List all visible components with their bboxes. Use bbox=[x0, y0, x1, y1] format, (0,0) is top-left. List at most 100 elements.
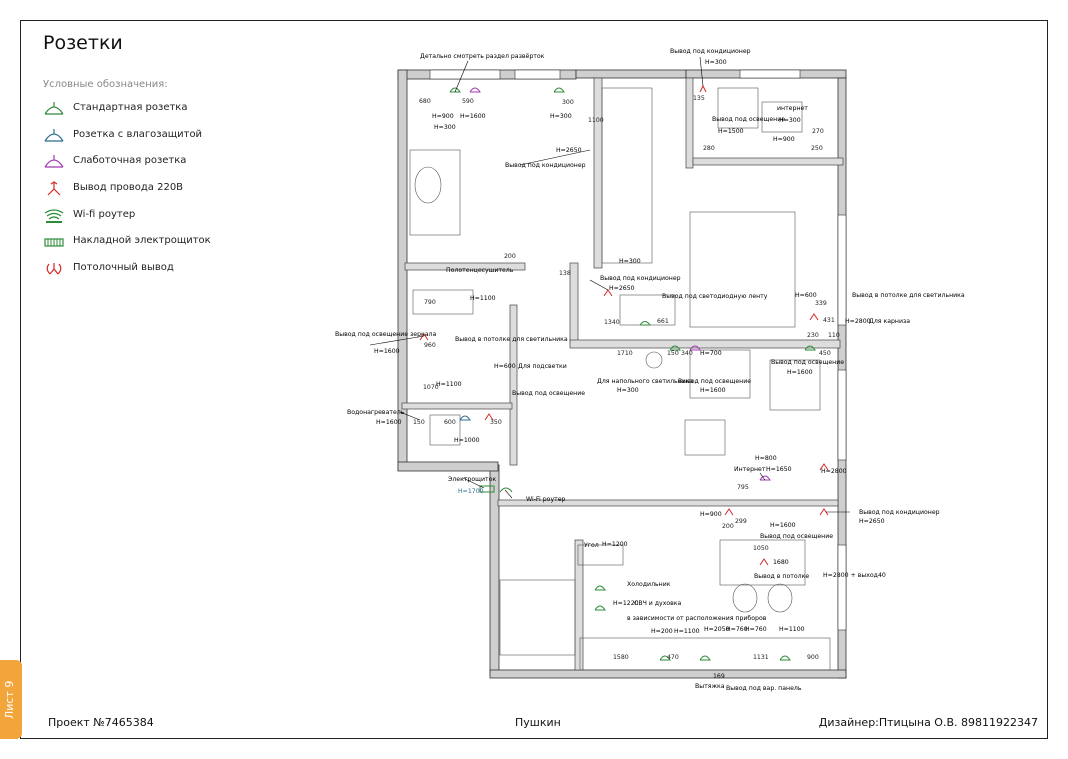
dim-150-b: 150 bbox=[413, 419, 425, 426]
dim-150-a: 150 bbox=[667, 350, 679, 357]
wire-outlet-icon bbox=[47, 181, 61, 196]
dim-200-b: 200 bbox=[722, 523, 734, 530]
low-current-socket-icon bbox=[44, 155, 64, 168]
callout-h1650: H=1650 bbox=[766, 466, 792, 473]
callout-h900-c: H=900 bbox=[700, 511, 722, 518]
callout-h1600-d: H=1600 bbox=[700, 387, 726, 394]
callout-ceiling-fixture-b: Вывод в потолке для светильника bbox=[455, 336, 568, 343]
callout-ac-c: Вывод под кондиционер bbox=[859, 509, 940, 516]
callout-towel: Полотенцесушитель bbox=[446, 267, 514, 274]
callout-lighting-e: Вывод под освещение bbox=[760, 533, 833, 540]
callout-h760-a: H=760 bbox=[726, 626, 748, 633]
callout-internet-a: интернет bbox=[777, 105, 808, 112]
legend-label: Стандартная розетка bbox=[73, 102, 188, 113]
furniture bbox=[409, 87, 831, 671]
callout-h700: H=700 bbox=[700, 350, 722, 357]
callout-lighting-b: Вывод под освещение bbox=[512, 390, 585, 397]
callout-ac-b: Вывод под кондиционер bbox=[600, 275, 681, 282]
sheet-tab-label: Лист 9 bbox=[3, 680, 16, 720]
dim-470: 470 bbox=[667, 654, 679, 661]
dim-790: 790 bbox=[424, 299, 436, 306]
callout-led-strip: Вывод под светодиодную ленту bbox=[662, 293, 768, 300]
callout-under-panel: Вывод под вар. панель bbox=[726, 685, 802, 692]
callout-mirror: Вывод под освещение зеркала bbox=[335, 331, 437, 338]
footer-designer: Дизайнер:Птицына О.В. 89811922347 bbox=[818, 716, 1038, 729]
callout-lighting-c: Вывод под освещение bbox=[678, 378, 751, 385]
callout-h2800-b: H=2800 bbox=[821, 468, 847, 475]
dim-450: 450 bbox=[819, 350, 831, 357]
dim-110: 110 bbox=[828, 332, 840, 339]
dim-680: 680 bbox=[419, 98, 431, 105]
callout-h760-b: H=760 bbox=[745, 626, 767, 633]
legend-label: Накладной электрощиток bbox=[73, 235, 211, 247]
callout-h1200: H=1200 bbox=[602, 541, 628, 548]
callout-h1100-a: H=1100 bbox=[470, 295, 496, 302]
dim-661: 661 bbox=[657, 318, 669, 325]
dim-340: 340 bbox=[681, 350, 693, 357]
dim-900: 900 bbox=[807, 654, 819, 661]
callout-h300-top: H=300 bbox=[705, 59, 727, 66]
dim-135: 135 bbox=[693, 95, 705, 102]
callout-h1700: H=1700 bbox=[458, 488, 484, 495]
callout-h600-b: H=600 bbox=[494, 363, 516, 370]
dim-1070: 1070 bbox=[423, 384, 439, 391]
wifi-router-icon bbox=[44, 209, 64, 223]
callout-h1100-d: H=1100 bbox=[779, 626, 805, 633]
callout-washer: Для подсветки bbox=[518, 363, 567, 370]
dim-1131: 1131 bbox=[753, 654, 769, 661]
callout-h1600-e: H=1600 bbox=[787, 369, 813, 376]
ceiling-outlet-icon bbox=[46, 263, 62, 275]
callout-h2800-a: H=2800 bbox=[845, 318, 871, 325]
callout-h2800-c: H=2800 + выход40 bbox=[823, 572, 886, 579]
callout-hood: Угол bbox=[584, 542, 599, 549]
callout-water-heater: Водонагреватель bbox=[347, 409, 405, 416]
dim-339: 339 bbox=[815, 300, 827, 307]
callout-h1600-f: H=1600 bbox=[770, 522, 796, 529]
dim-138: 138 bbox=[559, 270, 571, 277]
callout-fridge: Холодильник bbox=[627, 581, 671, 588]
dim-795: 795 bbox=[737, 484, 749, 491]
dim-1100: 1100 bbox=[588, 117, 604, 124]
dimensions: 680 590 300 1100 135 200 138 790 1340 66… bbox=[413, 95, 840, 661]
dim-1580: 1580 bbox=[613, 654, 629, 661]
callout-h800: H=800 bbox=[755, 455, 777, 462]
sheet-tab: Лист 9 bbox=[0, 660, 22, 739]
callout-panel: Электрощиток bbox=[448, 476, 496, 483]
callout-depends: в зависимости от расположения приборов bbox=[627, 614, 767, 622]
callout-h1100-b: H=1100 bbox=[436, 381, 462, 388]
dim-590: 590 bbox=[462, 98, 474, 105]
callout-h900-b: H=900 bbox=[773, 136, 795, 143]
legend-label: Вывод провода 220В bbox=[73, 182, 184, 194]
dim-270: 270 bbox=[812, 128, 824, 135]
callout-h1000: H=1000 bbox=[454, 437, 480, 444]
leader-lines bbox=[369, 56, 850, 513]
callout-curtain: Для карниза bbox=[869, 318, 910, 325]
standard-socket-icon bbox=[44, 102, 64, 115]
legend-label: Wi-fi роутер bbox=[73, 208, 136, 220]
callout-detail: Детально смотреть раздел развёрток bbox=[420, 52, 545, 60]
callout-h300-b: H=300 bbox=[550, 113, 572, 120]
legend-label: Слаботочная розетка bbox=[73, 155, 187, 167]
callout-1680: 1680 bbox=[773, 559, 789, 566]
callout-h300-d: H=300 bbox=[619, 258, 641, 265]
callout-lighting-a: Вывод под освещение bbox=[712, 116, 785, 123]
callout-h200: H=200 bbox=[651, 628, 673, 635]
windows bbox=[429, 69, 847, 631]
dim-600: 600 bbox=[444, 419, 456, 426]
callout-exhaust: Вытяжка bbox=[695, 683, 725, 690]
dim-200-a: 200 bbox=[504, 253, 516, 260]
callout-h1600-c: H=1600 bbox=[376, 419, 402, 426]
callout-h300-c: H=300 bbox=[779, 117, 801, 124]
callout-internet-b: Интернет bbox=[734, 466, 766, 473]
callout-ac-top: Вывод под кондиционер bbox=[670, 48, 751, 55]
callout-h1600-a: H=1600 bbox=[460, 113, 486, 120]
dim-280: 280 bbox=[703, 145, 715, 152]
dim-1710: 1710 bbox=[617, 350, 633, 357]
legend-label: Розетка с влагозащитой bbox=[73, 128, 203, 140]
callout-h600-a: H=600 bbox=[795, 292, 817, 299]
callout-h1220: H=1220 bbox=[613, 600, 639, 607]
callout-h300-a: H=300 bbox=[434, 124, 456, 131]
dim-350: 350 bbox=[490, 419, 502, 426]
callout-h2650-b: H=2650 bbox=[609, 285, 635, 292]
